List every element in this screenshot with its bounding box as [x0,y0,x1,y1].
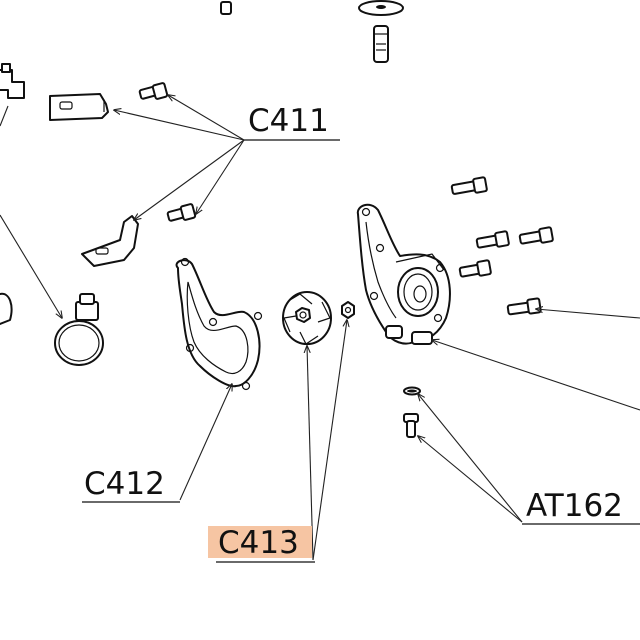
bolt-c411-upper [138,82,169,100]
leader-lines-left [0,105,62,318]
hose-clamp [54,293,104,366]
gasket-c412 [175,257,263,391]
leader-lines-c411 [114,95,245,220]
top-long-bolt [373,25,389,63]
left-edge-ring [0,292,13,325]
housing-bolt-1 [450,176,488,195]
c413-highlight [208,526,312,558]
callout-c412: C412 [84,466,165,502]
left-edge-fitting [0,63,25,99]
pump-housing [356,203,451,345]
leader-lines-right [432,309,640,411]
callout-at162: AT162 [526,488,623,524]
top-washer [358,0,404,16]
leader-lines-c413 [307,320,347,561]
drain-plug-at162 [403,413,419,438]
impeller-nut [341,301,355,319]
housing-bolt-5 [506,297,542,316]
housing-bolt-3 [518,226,554,245]
impeller-c413 [282,291,332,345]
leader-line-c412 [179,384,232,501]
bracket-lower [81,215,139,267]
callout-c413: C413 [218,525,299,561]
leader-lines-at162 [418,394,523,523]
housing-bolt-4 [458,259,492,278]
bolt-c411-lower [166,203,197,222]
top-small-bolt [220,1,232,15]
o-ring-at162 [403,386,421,396]
housing-bolt-2 [475,230,510,249]
callout-c411: C411 [248,103,329,139]
bracket-upper [49,93,109,121]
